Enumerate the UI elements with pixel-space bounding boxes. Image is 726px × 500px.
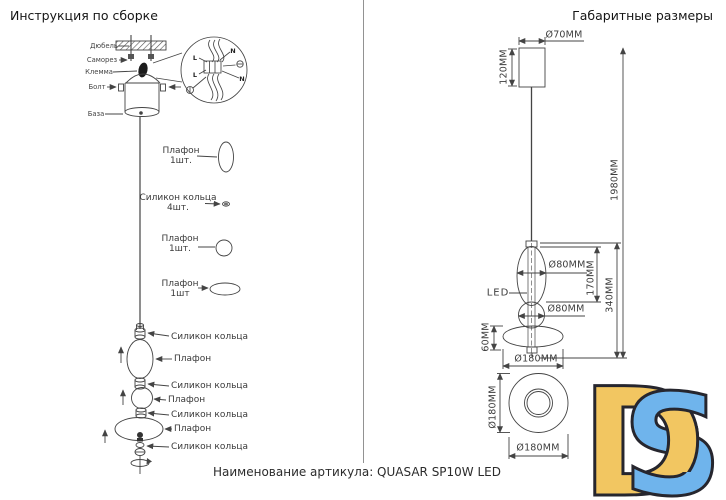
dimension-side-art <box>490 37 627 369</box>
left-panel-title: Инструкция по сборке <box>10 8 158 23</box>
part-name: Плафон <box>162 145 200 156</box>
wire-label-n-top: N <box>230 47 236 55</box>
dim-fixture-height: 340MM <box>604 277 616 313</box>
wire-label-n-bottom: N <box>239 75 245 83</box>
wire-label-l-top: L <box>192 54 198 62</box>
part-label-shade-1: Плафон 1шт. <box>162 146 199 166</box>
parts-shapes-art <box>196 141 241 296</box>
label-screw: Саморез <box>86 56 118 64</box>
stack-label-rings-4: Силикон кольца <box>171 442 249 452</box>
dim-canopy-height: 120MM <box>498 49 510 85</box>
dim-canopy-diameter: Ø70MM <box>545 29 583 41</box>
label-dowel: Дюбель <box>90 42 118 50</box>
part-name: Плафон <box>161 278 199 289</box>
stack-label-shade-1: Плафон <box>174 354 212 364</box>
label-clamp: Клемма <box>85 68 113 76</box>
stack-label-rings-2: Силикон кольца <box>171 381 249 391</box>
ceiling-mount-art <box>105 35 181 329</box>
label-led: LED <box>486 287 510 299</box>
part-qty: 4шт. <box>166 203 190 213</box>
right-panel-title: Габаритные размеры <box>572 8 713 23</box>
part-name: Плафон <box>161 233 199 244</box>
earth-symbol-icon <box>186 86 194 94</box>
ds-logo: D S D <box>580 356 725 500</box>
dim-oval-height: 170MM <box>585 260 597 296</box>
wire-label-l-bottom: L <box>192 71 198 79</box>
dim-drop-height: 1980MM <box>609 159 621 201</box>
logo-letter-d: D <box>581 357 706 500</box>
wiring-detail-art <box>152 36 248 104</box>
dim-disc-diameter: Ø180MM <box>514 353 558 365</box>
dimension-bottom-art <box>497 372 569 459</box>
article-name: Наименование артикула: QUASAR SP10W LED <box>212 465 502 479</box>
logo-letter-s: S <box>622 365 723 500</box>
part-name: Силикон кольца <box>139 192 217 203</box>
stack-label-shade-3: Плафон <box>174 424 212 434</box>
part-label-shade-3: Плафон 1шт <box>161 279 198 299</box>
dim-bottom-diameter-horizontal: Ø180MM <box>516 442 560 454</box>
pendant-stack-art <box>102 323 172 474</box>
part-qty: 1шт. <box>168 244 192 254</box>
part-qty: 1шт. <box>169 156 193 166</box>
logo-letter-d-overlap: D <box>581 357 706 500</box>
stack-label-rings-3: Силикон кольца <box>171 410 249 420</box>
dim-bottom-diameter-vertical: Ø180MM <box>487 385 499 429</box>
label-base: База <box>87 110 105 118</box>
dim-disc-height: 60MM <box>480 322 492 352</box>
dim-ball-diameter: Ø80MM <box>547 303 585 315</box>
dim-oval-diameter: Ø80MM <box>548 259 586 271</box>
ground-symbol-icon <box>236 60 244 68</box>
stack-label-shade-2: Плафон <box>168 395 206 405</box>
part-label-shade-2: Плафон 1шт. <box>161 234 198 254</box>
label-bolt: Болт <box>88 83 106 91</box>
part-label-silicone-rings: Силикон кольца 4шт. <box>139 193 216 213</box>
part-qty: 1шт <box>170 289 190 299</box>
stack-label-rings-1: Силикон кольца <box>171 332 249 342</box>
